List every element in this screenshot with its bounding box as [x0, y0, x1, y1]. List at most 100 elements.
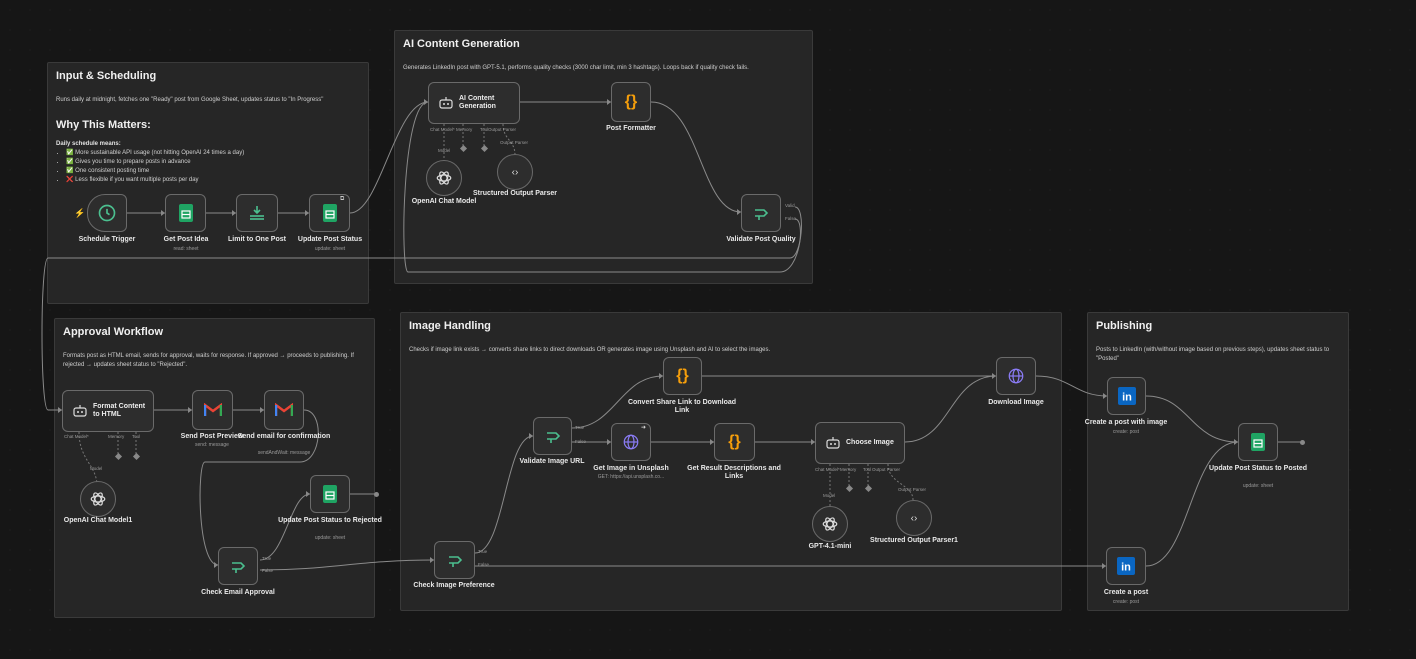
openai-icon	[90, 492, 106, 506]
node-label: Post Formatter	[606, 125, 656, 132]
choose-image-node[interactable]: Choose Image	[815, 422, 905, 464]
create-post-node[interactable]: in	[1106, 547, 1146, 585]
update-status-posted-node[interactable]	[1238, 423, 1278, 461]
get-image-unsplash-node[interactable]	[611, 423, 651, 461]
if-branch-icon	[448, 556, 462, 567]
port-label: Output Parser	[500, 140, 529, 145]
limit-icon	[250, 206, 264, 220]
sticky-title: AI Content Generation	[403, 38, 520, 50]
format-content-node[interactable]: Format Content to HTML	[62, 390, 154, 432]
port-label: Memory	[840, 467, 857, 472]
sticky-image-handling[interactable]: Image Handling Checks if image link exis…	[400, 312, 1062, 611]
node-label: Update Post Status to Rejected	[278, 517, 382, 524]
port-label: Chat Model*	[64, 434, 89, 439]
node-label: Check Email Approval	[201, 589, 275, 596]
convert-share-link-node[interactable]: {}	[663, 357, 702, 395]
clock-icon	[98, 204, 116, 222]
node-label: Schedule Trigger	[78, 236, 136, 243]
send-post-preview-node[interactable]	[192, 390, 233, 430]
robot-icon	[826, 437, 840, 449]
node-label: Validate Image URL	[519, 458, 585, 465]
sticky-title: Input & Scheduling	[56, 70, 157, 82]
gpt-41-mini-node[interactable]	[812, 506, 848, 542]
port-label: Model	[438, 148, 451, 153]
node-title: AI Content Generation	[459, 95, 496, 110]
port-label: False	[262, 568, 274, 573]
port-label: False	[478, 562, 490, 567]
google-sheets-icon	[178, 204, 193, 222]
download-image-node[interactable]	[996, 357, 1036, 395]
openai-chat-model1-node[interactable]	[80, 481, 116, 517]
curly-braces-icon: {}	[728, 433, 741, 450]
ai-content-generation-node[interactable]: AI Content Generation	[428, 82, 520, 124]
sticky-input-scheduling[interactable]: Input & Scheduling Runs daily at midnigh…	[47, 62, 369, 304]
check-email-approval-node[interactable]	[218, 547, 258, 585]
structured-output-parser-node[interactable]: ‹›	[497, 154, 533, 190]
structured-output-parser1-node[interactable]: ‹›	[896, 500, 932, 536]
openai-icon	[822, 517, 838, 531]
sticky-subheading: Daily schedule means:	[56, 141, 121, 147]
curly-braces-icon: {}	[676, 367, 689, 384]
node-title: Format Content to HTML	[93, 403, 146, 418]
globe-icon	[623, 434, 639, 450]
sticky-heading: Why This Matters:	[56, 119, 151, 131]
get-result-descriptions-node[interactable]: {}	[714, 423, 755, 461]
node-sublabel: sendAndWait: message	[257, 450, 311, 456]
create-post-with-image-node[interactable]: in	[1107, 377, 1146, 415]
node-label: Update Post Status	[297, 236, 363, 243]
node-label: Convert Share Link to Download Link	[627, 399, 737, 414]
port-label: Model	[823, 493, 836, 498]
check-image-preference-node[interactable]	[434, 541, 475, 579]
expand-icon[interactable]: ⧉	[340, 196, 345, 202]
globe-icon	[1008, 368, 1024, 384]
port-label: Output Parser	[872, 467, 901, 472]
code-brackets-icon: ‹›	[511, 166, 519, 178]
node-sublabel: create: post	[1112, 429, 1140, 435]
openai-icon	[436, 171, 452, 185]
get-post-idea-node[interactable]	[165, 194, 206, 232]
port-label: Chat Model*	[430, 127, 455, 132]
node-label: Send email for confirmation	[237, 433, 331, 440]
arrow-icon: ➜	[641, 425, 647, 431]
sticky-ai-content[interactable]: AI Content Generation Generates LinkedIn…	[394, 30, 813, 284]
node-label: GPT-4.1-mini	[808, 543, 852, 550]
node-sublabel: update: sheet	[314, 535, 346, 541]
port-label: Tool	[480, 127, 489, 132]
sticky-desc: Checks if image link exists → converts s…	[409, 347, 771, 353]
node-label: Get Result Descriptions and Links	[687, 465, 781, 480]
port-label: Model	[90, 466, 103, 471]
output-handle[interactable]	[1300, 440, 1305, 445]
node-label: Update Post Status to Posted	[1208, 465, 1307, 472]
node-label: Download Image	[988, 399, 1044, 406]
validate-post-quality-node[interactable]	[741, 194, 781, 232]
gmail-icon	[203, 403, 222, 416]
update-post-status-node[interactable]	[309, 194, 350, 232]
post-formatter-node[interactable]: {}	[611, 82, 651, 122]
node-sublabel: create: post	[1112, 599, 1140, 605]
output-handle[interactable]	[374, 492, 379, 497]
limit-node[interactable]	[236, 194, 278, 232]
port-label: True	[478, 549, 488, 554]
node-label: Create a post with image	[1084, 419, 1168, 426]
validate-image-url-node[interactable]	[533, 417, 572, 455]
robot-icon	[439, 97, 453, 109]
openai-chat-model-node[interactable]	[426, 160, 462, 196]
schedule-trigger-node[interactable]	[87, 194, 127, 232]
node-label: Check Image Preference	[413, 582, 495, 589]
node-label: Get Post Idea	[163, 236, 209, 243]
port-label: Output Parser	[898, 487, 927, 492]
node-label: Get Image in Unsplash	[593, 465, 669, 472]
google-sheets-icon	[323, 485, 337, 503]
sticky-title: Image Handling	[409, 320, 491, 332]
gmail-icon	[275, 403, 293, 416]
port-label: Memory	[108, 434, 125, 439]
node-label: Structured Output Parser1	[870, 537, 958, 544]
port-label: False	[575, 439, 587, 444]
sticky-desc: Posts to LinkedIn (with/without image ba…	[1096, 347, 1330, 362]
sticky-approval[interactable]: Approval Workflow Formats post as HTML e…	[54, 318, 375, 618]
update-status-rejected-node[interactable]	[310, 475, 350, 513]
node-sublabel: GET: https://api.unsplash.co...	[597, 474, 665, 480]
list-item: ✅ One consistent posting time	[66, 167, 360, 176]
node-label: Validate Post Quality	[726, 236, 796, 243]
send-email-confirmation-node[interactable]	[264, 390, 304, 430]
